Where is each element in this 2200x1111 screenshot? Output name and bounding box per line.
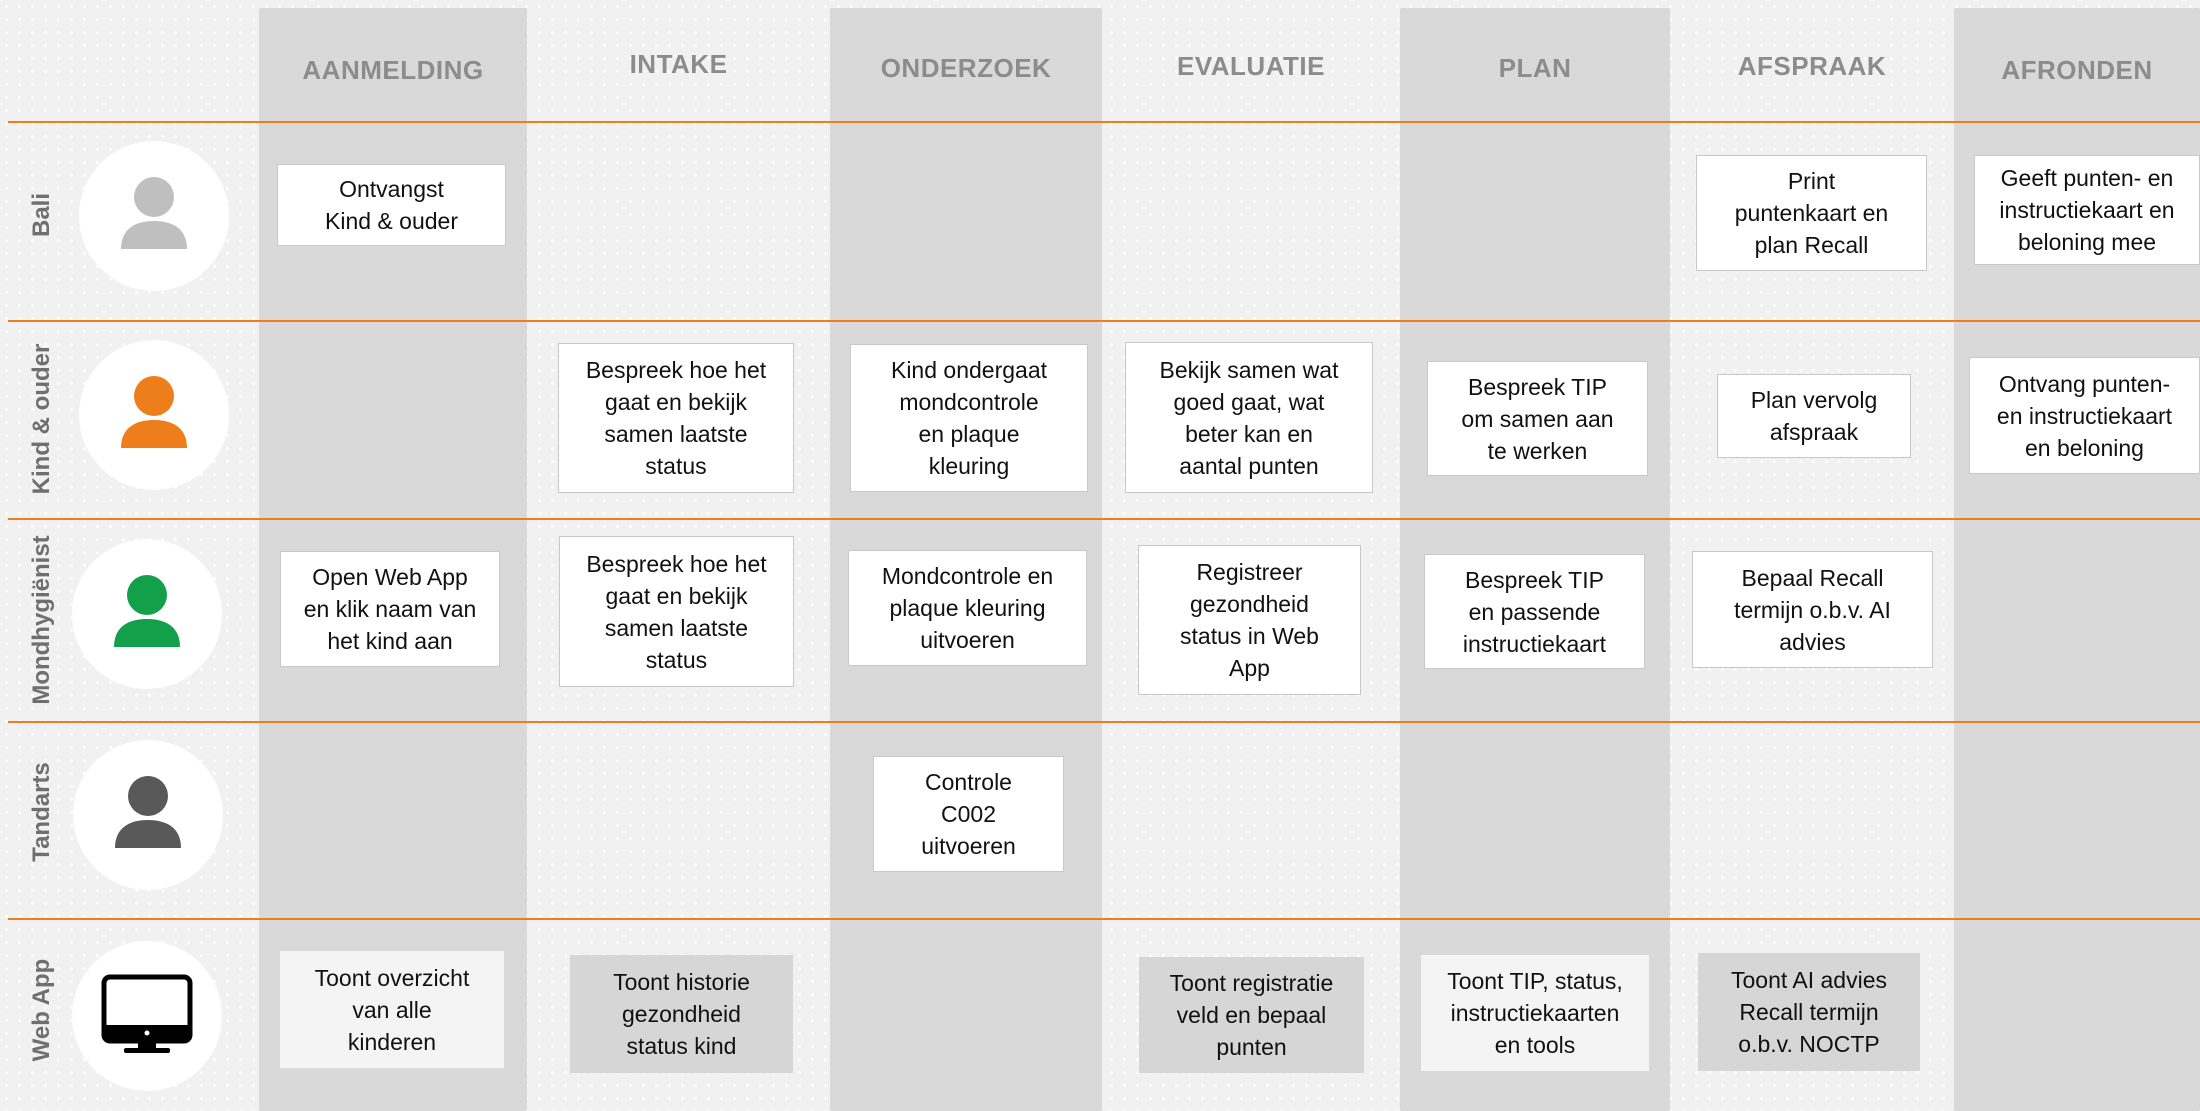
card-mh-onderzoek: Mondcontrole en plaque kleuring uitvoere… xyxy=(848,550,1087,666)
avatar-bali xyxy=(79,141,229,291)
card-mh-evaluatie: Registreer gezondheid status in Web App xyxy=(1138,545,1361,695)
card-web-aanmelding: Toont overzicht van alle kinderen xyxy=(280,951,504,1068)
column-header-intake: INTAKE xyxy=(629,48,728,79)
card-web-plan: Toont TIP, status, instructiekaarten en … xyxy=(1421,955,1649,1071)
lane-separator xyxy=(8,918,2200,920)
column-header-evaluatie: EVALUATIE xyxy=(1177,50,1325,81)
avatar-mondhygienist xyxy=(72,539,222,689)
card-kind-afspraak: Plan vervolg afspraak xyxy=(1717,374,1911,458)
lane-label-text: Web App xyxy=(28,958,55,1062)
avatar-kind-ouder xyxy=(79,340,229,490)
card-kind-afronden: Ontvang punten- en instructiekaart en be… xyxy=(1969,357,2200,474)
column-header-afspraak: AFSPRAAK xyxy=(1737,50,1887,81)
lane-label-text: Bali xyxy=(28,192,55,238)
card-web-afspraak: Toont AI advies Recall termijn o.b.v. NO… xyxy=(1698,953,1920,1071)
card-kind-onderzoek: Kind ondergaat mondcontrole en plaque kl… xyxy=(850,344,1088,492)
card-mh-intake: Bespreek hoe het gaat en bekijk samen la… xyxy=(559,536,794,687)
person-icon xyxy=(115,776,181,848)
column-header-onderzoek: ONDERZOEK xyxy=(880,52,1052,83)
card-bali-afronden: Geeft punten- en instructiekaart en belo… xyxy=(1974,155,2200,265)
column-header-plan: PLAN xyxy=(1498,52,1572,83)
lane-label-text: Tandarts xyxy=(28,762,55,862)
card-mh-plan: Bespreek TIP en passende instructiekaart xyxy=(1424,554,1645,669)
lane-separator xyxy=(8,121,2200,123)
card-kind-evaluatie: Bekijk samen wat goed gaat, wat beter ka… xyxy=(1125,342,1373,493)
lane-separator xyxy=(8,320,2200,322)
column-header-afronden: AFRONDEN xyxy=(2001,54,2153,85)
lane-label-text: Mondhygiënist xyxy=(28,535,55,705)
card-web-evaluatie: Toont registratie veld en bepaal punten xyxy=(1139,957,1364,1073)
card-bali-afspraak: Print puntenkaart en plan Recall xyxy=(1696,155,1927,271)
lane-separator xyxy=(8,518,2200,520)
person-icon xyxy=(121,177,187,249)
card-bali-aanmelding: Ontvangst Kind & ouder xyxy=(277,164,506,246)
card-mh-afspraak: Bepaal Recall termijn o.b.v. AI advies xyxy=(1692,551,1933,668)
person-icon xyxy=(121,376,187,448)
card-tandarts-onderzoek: Controle C002 uitvoeren xyxy=(873,756,1064,872)
lane-label-text: Kind & ouder xyxy=(28,343,55,495)
card-kind-plan: Bespreek TIP om samen aan te werken xyxy=(1427,361,1648,476)
card-web-intake: Toont historie gezondheid status kind xyxy=(570,955,793,1073)
avatar-tandarts xyxy=(73,740,223,890)
avatar-web-app xyxy=(72,941,222,1091)
person-icon xyxy=(114,575,180,647)
column-header-aanmelding: AANMELDING xyxy=(302,54,484,85)
card-mh-aanmelding: Open Web App en klik naam van het kind a… xyxy=(280,551,500,667)
card-kind-intake: Bespreek hoe het gaat en bekijk samen la… xyxy=(558,343,794,493)
monitor-icon xyxy=(101,974,193,1053)
lane-separator xyxy=(8,721,2200,723)
